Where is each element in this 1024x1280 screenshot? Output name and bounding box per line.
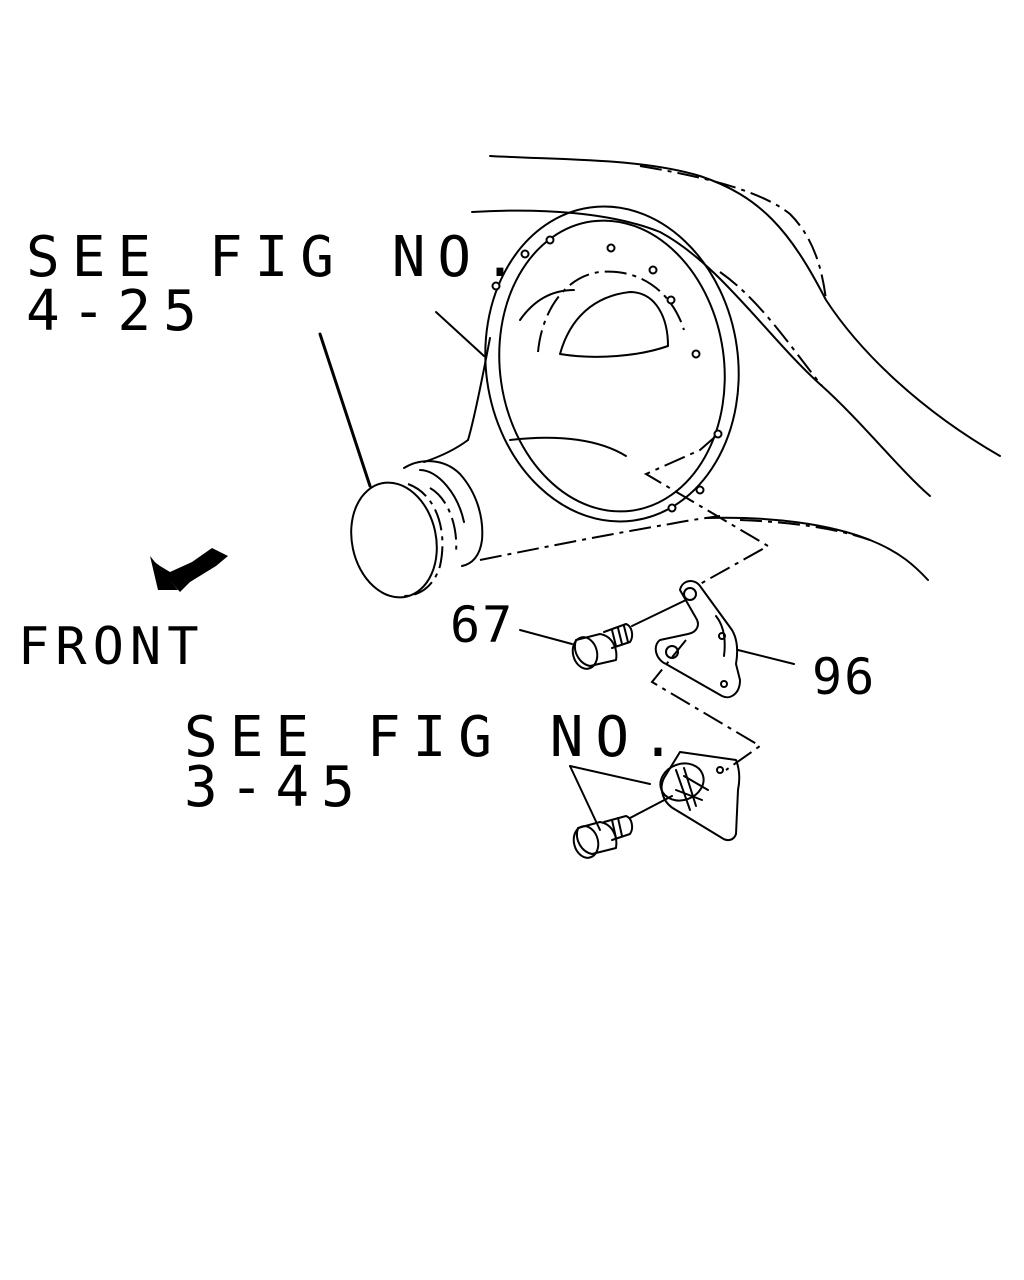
axle-housing-outline <box>471 155 1001 581</box>
reference-line2: 3-45 <box>184 755 367 820</box>
bracket-96[interactable] <box>654 580 741 699</box>
leader-lines <box>318 332 795 831</box>
reference-label-fig-4-25[interactable]: SEE FIG NO. 4-25 <box>26 225 529 344</box>
reference-line1: SEE FIG NO. <box>26 225 529 290</box>
bolt-lower <box>572 795 673 859</box>
front-label: FRONT <box>18 617 205 677</box>
callout-number-67[interactable]: 67 <box>450 596 514 654</box>
differential-carrier <box>350 205 740 599</box>
reference-label-fig-3-45[interactable]: SEE FIG NO. 3-45 <box>184 705 687 820</box>
reference-line1: SEE FIG NO. <box>184 705 687 770</box>
assembly-guide-lines <box>643 435 771 771</box>
bolt-67[interactable] <box>569 599 687 671</box>
reference-line2: 4-25 <box>26 279 209 344</box>
arrow-down-left-icon <box>150 548 228 592</box>
callout-number-96[interactable]: 96 <box>812 648 876 706</box>
sensor-bracket-assembly <box>659 751 741 842</box>
